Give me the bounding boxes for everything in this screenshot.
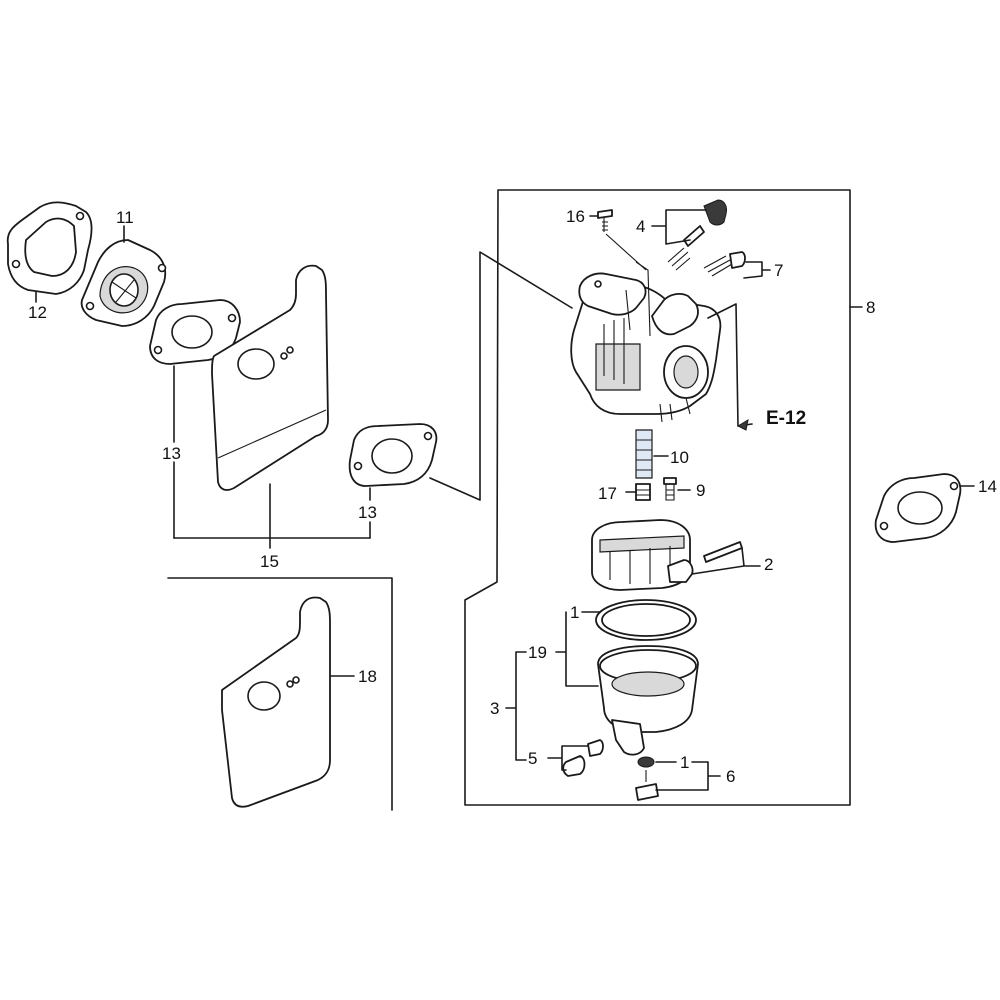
leader-7 [743, 261, 771, 279]
heat-shield-panel [167, 577, 393, 811]
gasket-13-upper [149, 299, 241, 365]
float-bowl-19 [597, 645, 699, 756]
callout-1b: 1 [680, 753, 689, 772]
callout-13b: 13 [358, 503, 377, 522]
callout-5: 5 [528, 749, 537, 768]
leader-16-to-body [605, 233, 647, 271]
screw-16 [597, 209, 613, 232]
callout-16: 16 [566, 207, 585, 226]
leader-6 [655, 761, 721, 791]
callout-8: 8 [866, 298, 875, 317]
callout-11: 11 [116, 208, 134, 227]
callout-6: 6 [726, 767, 735, 786]
bowl-bolt-6 [635, 756, 659, 801]
callout-9: 9 [696, 481, 705, 500]
callout-3: 3 [490, 699, 499, 718]
callout-2: 2 [764, 555, 773, 574]
callout-14: 14 [978, 477, 997, 496]
leader-5 [547, 745, 589, 771]
e12-arrow [736, 418, 749, 431]
jet-17 [635, 483, 651, 501]
oring-1 [595, 599, 697, 641]
callout-12: 12 [28, 303, 47, 322]
callout-10: 10 [670, 448, 689, 467]
gasket-13-lower [348, 423, 438, 487]
callout-15: 15 [260, 552, 279, 571]
callout-18: 18 [358, 667, 377, 686]
bracket-3 [505, 651, 527, 761]
leader-4 [651, 209, 707, 245]
callout-19: 19 [528, 643, 547, 662]
drain-screw-5 [562, 739, 604, 777]
insulator-11 [80, 239, 167, 327]
gasket-14 [874, 473, 962, 543]
screw-7 [703, 251, 746, 277]
assembly-boundary [464, 189, 851, 806]
screw-9 [663, 477, 677, 501]
leader-2 [691, 547, 761, 575]
connector-line [429, 251, 573, 501]
reference-e12: E-12 [766, 408, 806, 429]
callout-4: 4 [636, 217, 645, 236]
callout-7: 7 [774, 261, 783, 280]
callout-13a: 13 [162, 444, 181, 463]
leader-19 [555, 611, 599, 687]
heat-shield-18 [221, 596, 331, 808]
gasket-12 [6, 201, 93, 295]
heat-shield-15 [211, 264, 329, 491]
callout-1a: 1 [570, 603, 579, 622]
callout-17: 17 [598, 484, 617, 503]
main-jet-10 [635, 429, 653, 479]
float-2 [591, 519, 743, 591]
pilot-screw-4 [667, 199, 727, 271]
carburetor-body [570, 261, 722, 423]
